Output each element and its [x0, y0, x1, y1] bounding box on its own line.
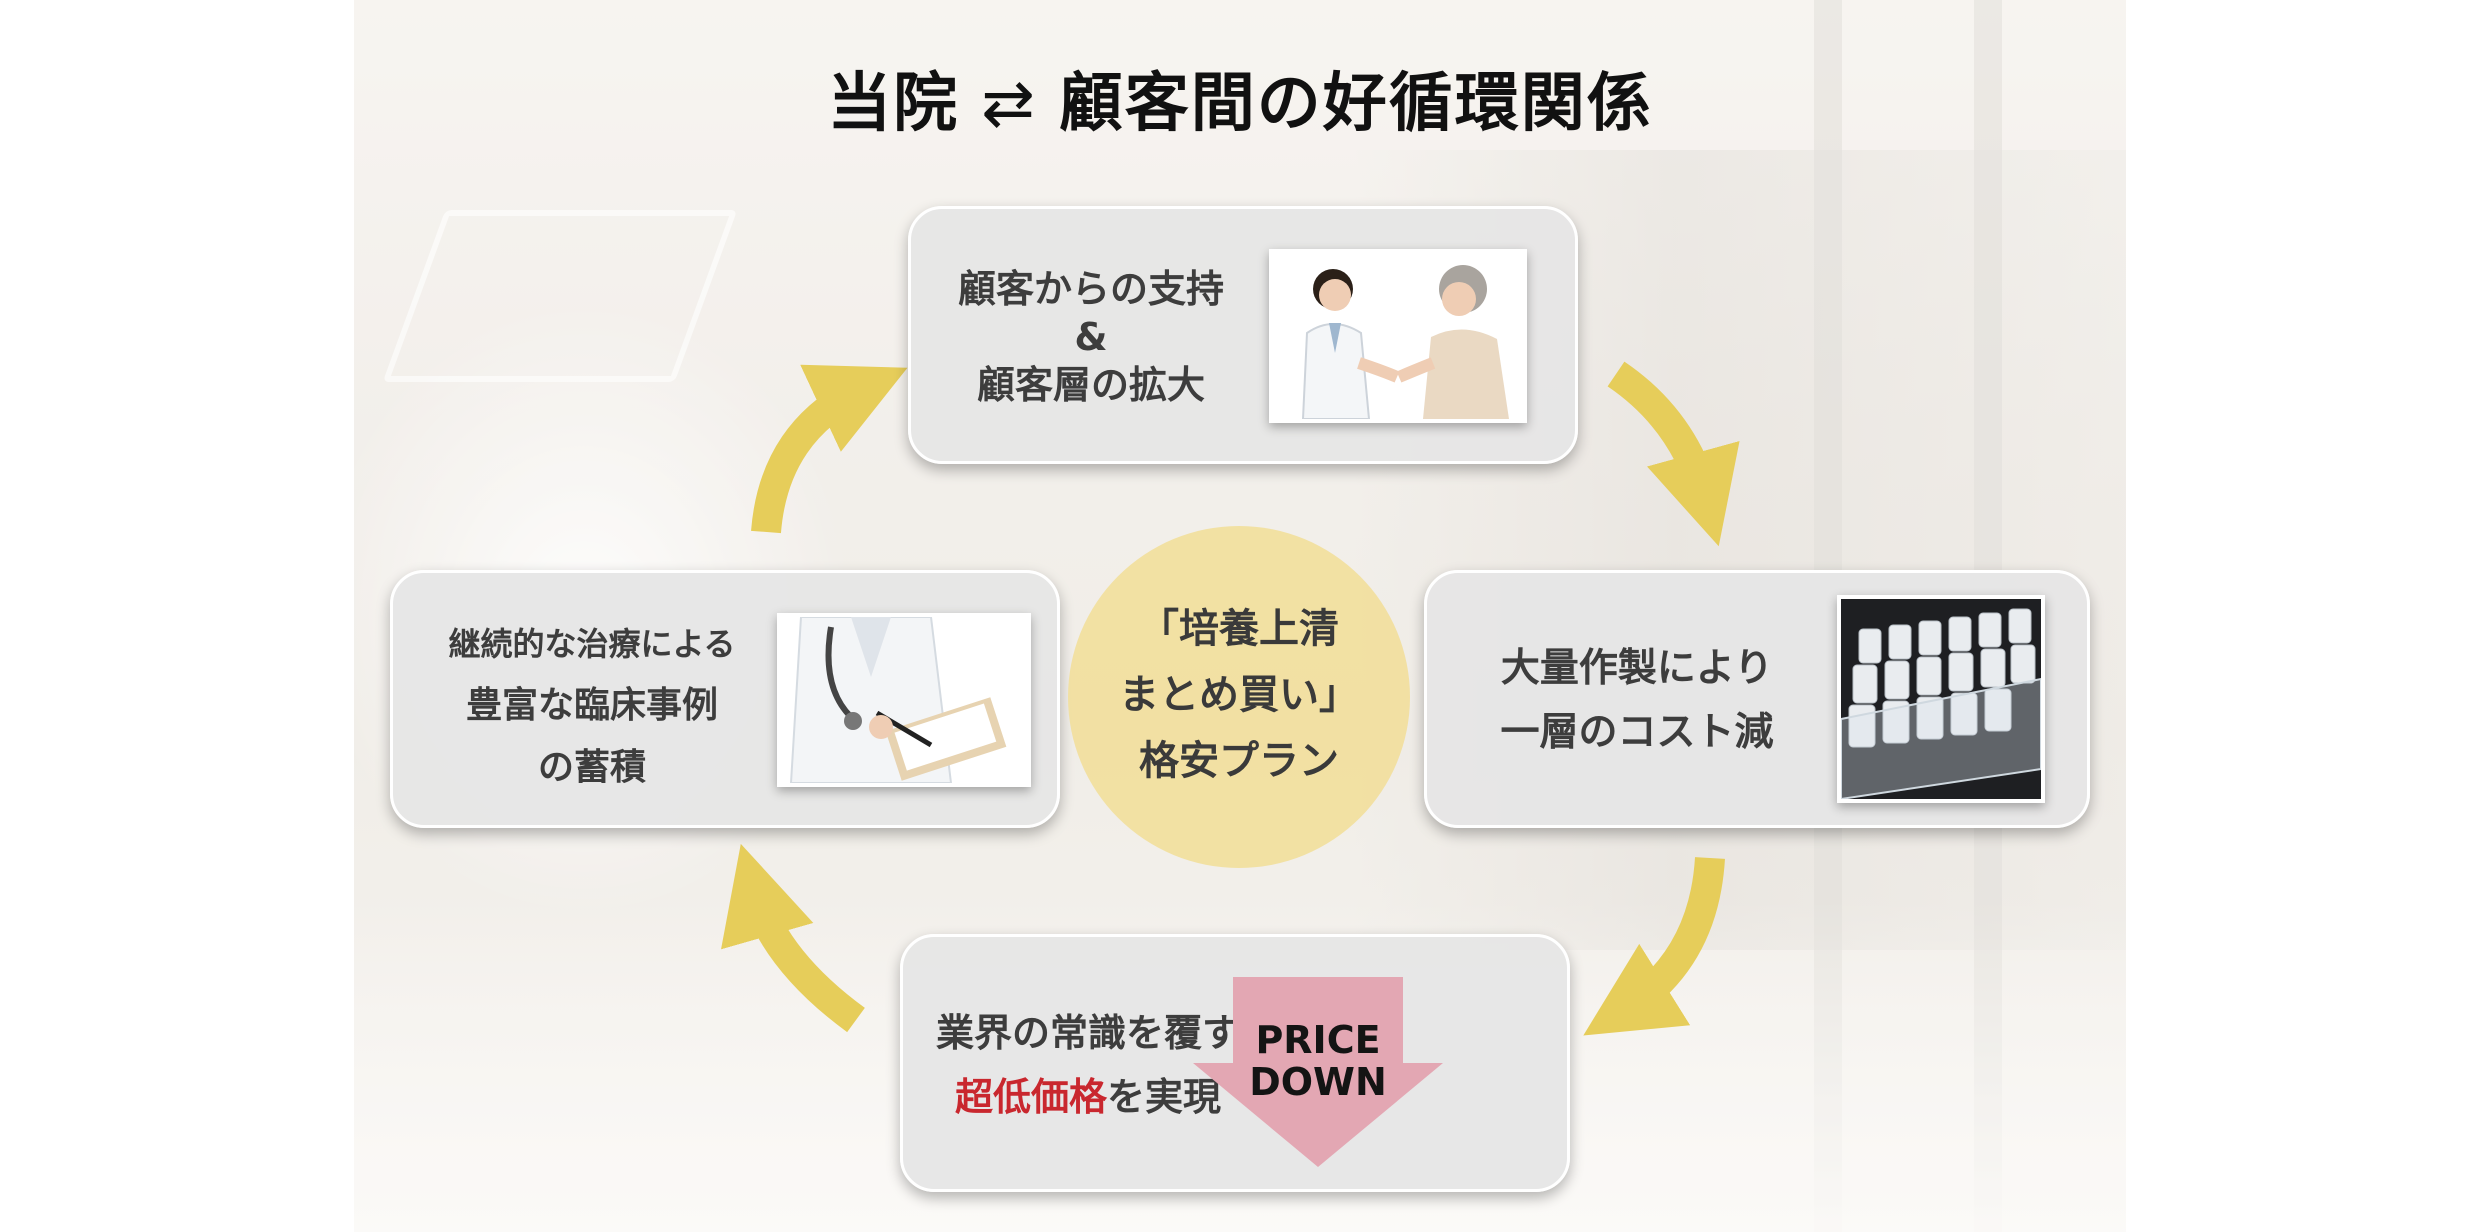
cycle-box-low-price: 業界の常識を覆す 超低価格を実現 PRICE DOWN — [900, 934, 1570, 1192]
cycle-arrows — [721, 361, 1740, 1036]
clinical-line-2: 豊富な臨床事例 — [465, 685, 718, 726]
price-text: 業界の常識を覆す 超低価格を実現 — [923, 1001, 1253, 1129]
volume-line-1: 大量作製により — [1500, 646, 1774, 691]
price-down-label-2: DOWN — [1249, 1060, 1387, 1104]
cycle-box-mass-production: 大量作製により 一層のコスト減 — [1424, 570, 2090, 828]
support-line-2: & — [1074, 315, 1108, 359]
center-plan-text: 「培養上清 まとめ買い」 格安プラン — [1068, 596, 1410, 794]
price-line-1: 業界の常識を覆す — [935, 1011, 1240, 1055]
clockwise-arrow-icon — [1607, 361, 1740, 547]
price-highlight: 超低価格 — [954, 1075, 1107, 1119]
price-down-arrow-icon: PRICE DOWN — [1193, 977, 1443, 1167]
title-exchange-icon: ⇄ — [981, 67, 1037, 141]
page-title: 当院 ⇄ 顧客間の好循環関係 — [354, 52, 2126, 144]
clinical-line-3: の蓄積 — [537, 747, 646, 788]
center-circle — [1068, 526, 1410, 868]
doctor-clipboard-photo — [777, 613, 1031, 787]
volume-text: 大量作製により 一層のコスト減 — [1467, 637, 1807, 765]
clockwise-arrow-icon — [1583, 856, 1725, 1036]
doctor-handshake-icon — [1273, 253, 1523, 419]
support-text: 顧客からの支持 & 顧客層の拡大 — [931, 265, 1251, 409]
clinical-line-1: 継続的な治療による — [448, 625, 736, 663]
support-line-3: 顧客層の拡大 — [976, 363, 1205, 407]
price-down-label-1: PRICE — [1255, 1018, 1380, 1062]
volume-line-2: 一層のコスト減 — [1500, 710, 1774, 755]
title-left: 当院 — [827, 67, 960, 141]
diagram-slide: 当院 ⇄ 顧客間の好循環関係 顧客からの支持 & 顧客層の拡大 — [354, 0, 2126, 1232]
center-line-1: 「培養上清 — [1139, 606, 1339, 652]
cycle-box-customer-support: 顧客からの支持 & 顧客層の拡大 — [908, 206, 1578, 464]
title-right: 顧客間の好循環関係 — [1058, 67, 1653, 141]
center-line-2: まとめ買い」 — [1119, 672, 1359, 718]
sample-vials-rack-photo — [1837, 595, 2045, 803]
clockwise-arrow-icon — [751, 364, 908, 534]
doctor-handshake-photo — [1269, 249, 1527, 423]
price-line-2-rest: を実現 — [1107, 1075, 1222, 1119]
doctor-clipboard-icon — [781, 617, 1027, 783]
vials-rack-icon — [1841, 599, 2041, 799]
center-line-3: 格安プラン — [1139, 738, 1339, 784]
clinical-text: 継続的な治療による 豊富な臨床事例 の蓄積 — [407, 613, 777, 799]
support-line-1: 顧客からの支持 — [957, 267, 1224, 311]
clockwise-arrow-icon — [721, 843, 865, 1033]
cycle-box-clinical-cases: 継続的な治療による 豊富な臨床事例 の蓄積 — [390, 570, 1060, 828]
